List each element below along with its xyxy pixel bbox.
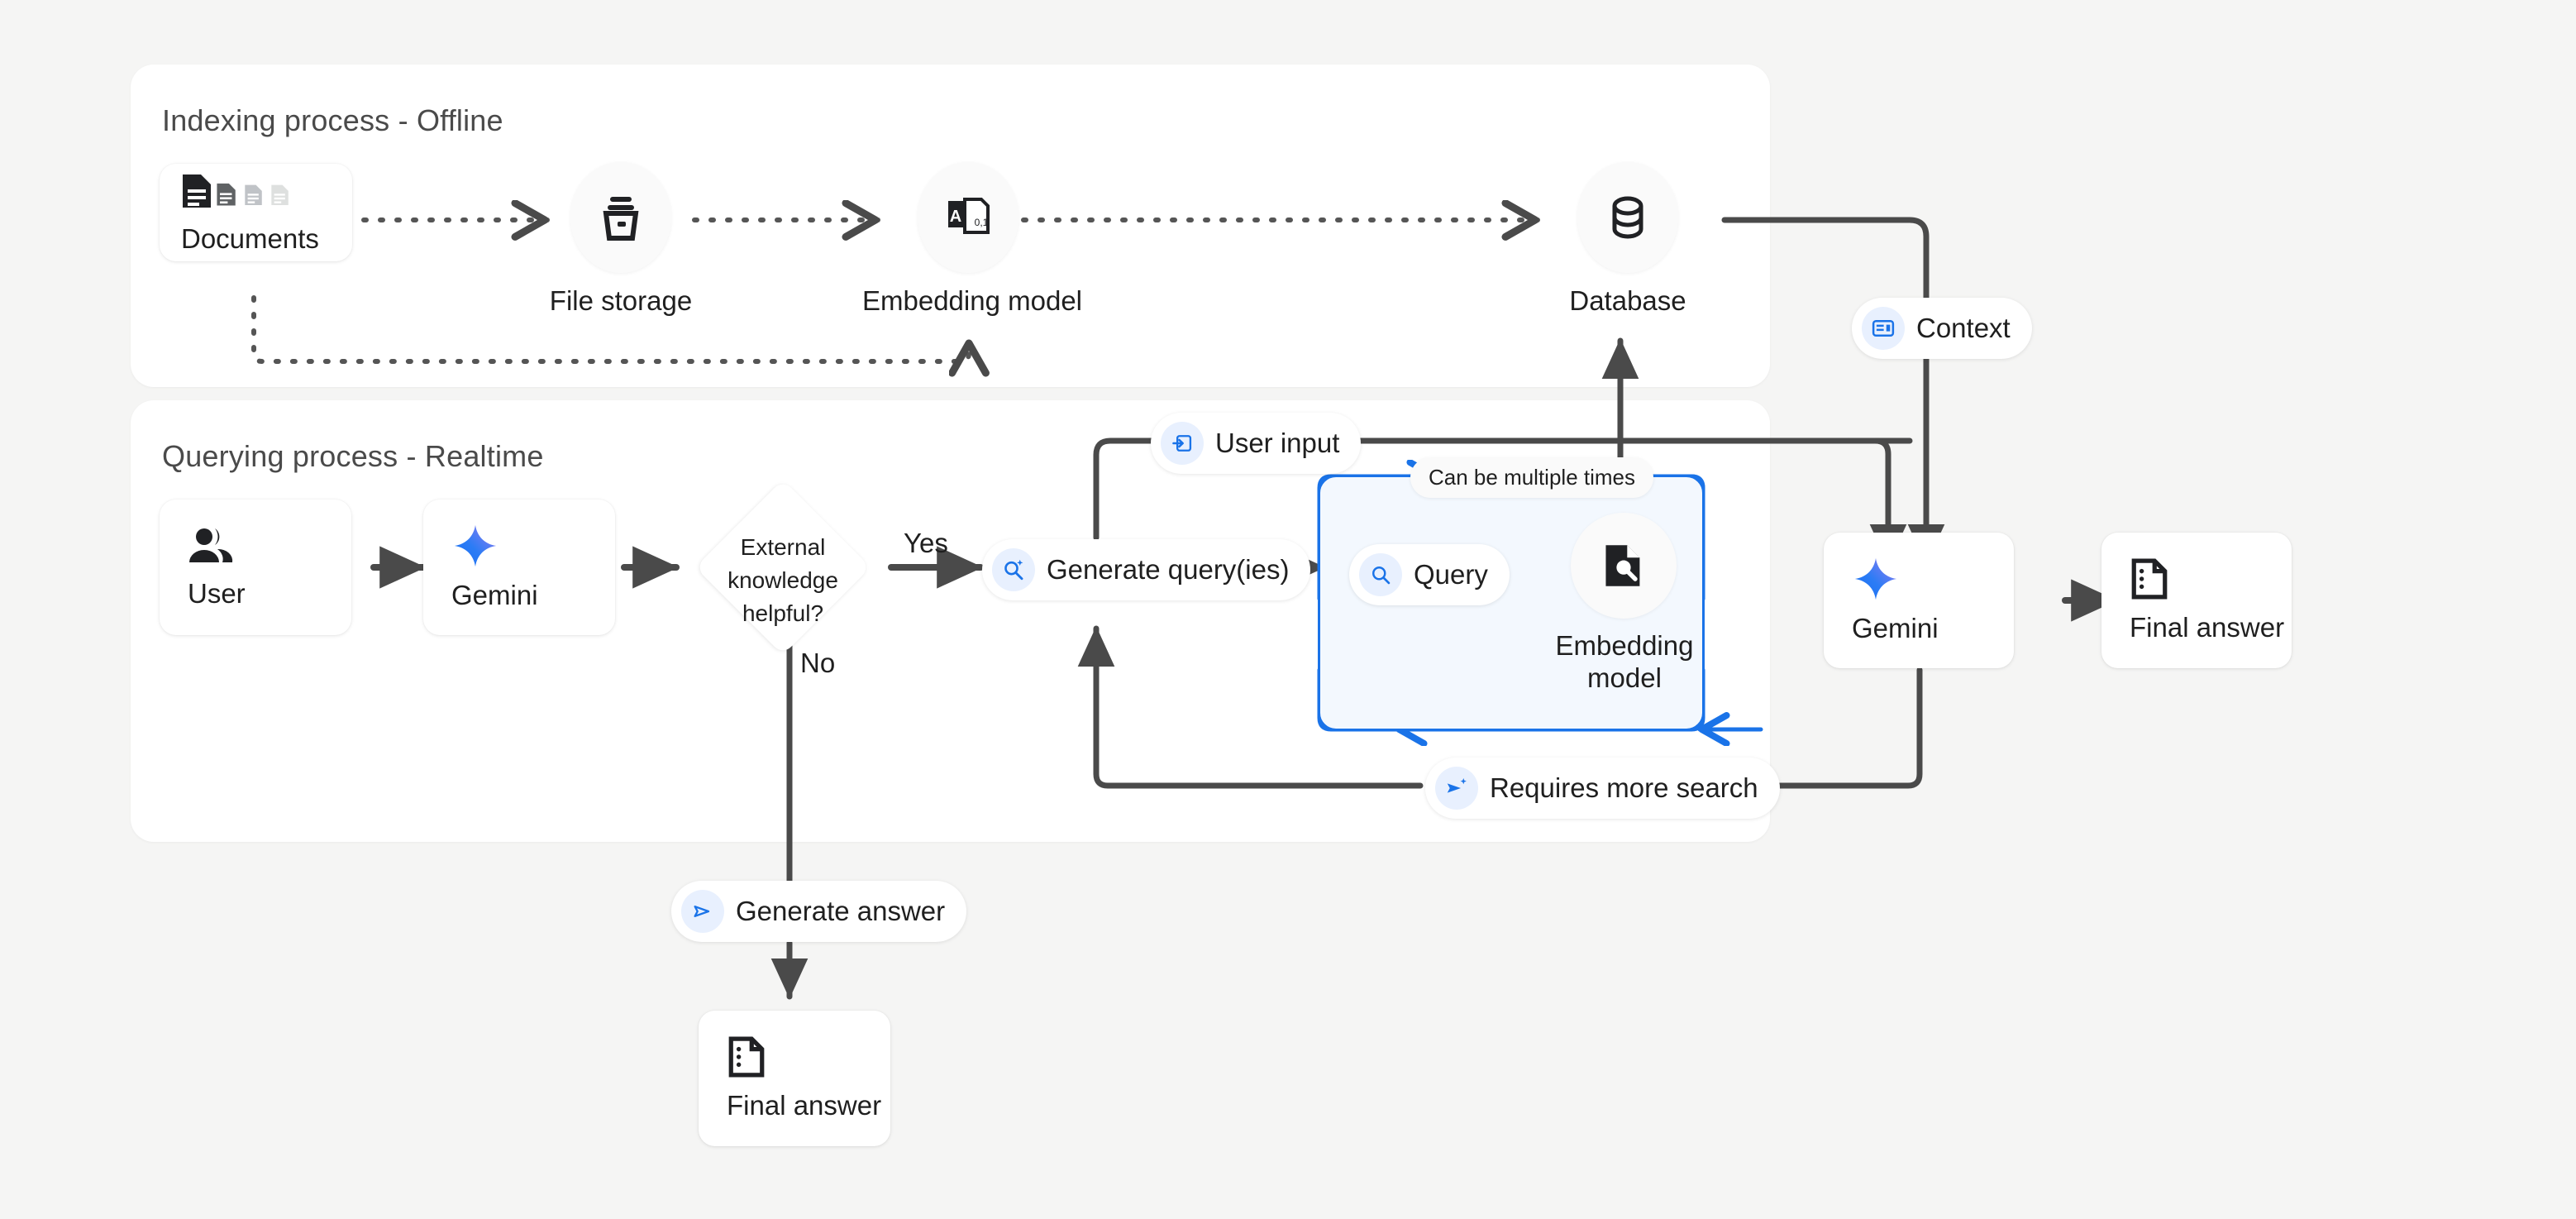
svg-text:A: A bbox=[950, 208, 961, 226]
generate-answer-badge[interactable]: Generate answer bbox=[671, 881, 967, 942]
no-edge-label: No bbox=[800, 648, 836, 678]
send-icon bbox=[681, 890, 724, 933]
embedding-model-label-index: Embedding model bbox=[862, 285, 1082, 316]
database-icon bbox=[1612, 196, 1643, 239]
search-sparkle-icon bbox=[992, 548, 1035, 591]
database-node[interactable] bbox=[1577, 162, 1678, 273]
embedding-model-loop-line-1: Embedding bbox=[1555, 630, 1694, 661]
user-input-badge[interactable]: User input bbox=[1151, 413, 1362, 474]
final-answer-doc-icon bbox=[727, 1036, 766, 1082]
requires-more-search-label: Requires more search bbox=[1490, 772, 1758, 803]
database-label: Database bbox=[1569, 285, 1686, 316]
send-sparkle-icon bbox=[1435, 767, 1478, 810]
embedding-model-label-loop: Embedding model bbox=[1546, 630, 1703, 695]
query-badge[interactable]: Query bbox=[1349, 544, 1510, 605]
decision-line-2: knowledge bbox=[727, 566, 838, 593]
file-storage-icon bbox=[603, 197, 639, 241]
answer-gemini-label: Gemini bbox=[1852, 612, 1939, 643]
yes-edge-label: Yes bbox=[904, 528, 948, 558]
document-search-icon bbox=[1605, 545, 1640, 586]
querying-panel-title: Querying process - Realtime bbox=[162, 439, 544, 473]
documents-stack-icon bbox=[181, 171, 305, 215]
documents-card-label: Documents bbox=[181, 222, 319, 254]
user-card-label: User bbox=[188, 577, 246, 609]
login-arrow-icon bbox=[1161, 422, 1204, 465]
gemini-card[interactable]: Gemini bbox=[423, 500, 615, 635]
decision-line-3: helpful? bbox=[742, 600, 824, 626]
answer-final-label: Final answer bbox=[2130, 611, 2285, 643]
decision-diamond-text: External knowledge helpful? bbox=[713, 531, 853, 629]
user-input-badge-label: User input bbox=[1215, 428, 1340, 458]
user-group-icon bbox=[188, 526, 236, 570]
generate-query-badge[interactable]: Generate query(ies) bbox=[982, 539, 1311, 600]
requires-more-search-badge[interactable]: Requires more search bbox=[1425, 758, 1780, 819]
decision-line-1: External bbox=[740, 534, 826, 560]
search-icon bbox=[1359, 553, 1402, 596]
gemini-sparkle-icon bbox=[1852, 557, 1900, 605]
answer-final-card[interactable]: Final answer bbox=[2101, 533, 2292, 668]
embedding-model-icon: 0,1 A bbox=[948, 198, 990, 234]
user-card[interactable]: User bbox=[160, 500, 351, 635]
context-card-icon bbox=[1862, 307, 1905, 350]
file-storage-label: File storage bbox=[549, 285, 693, 316]
bottom-final-answer-label: Final answer bbox=[727, 1089, 882, 1121]
bottom-final-answer-card[interactable]: Final answer bbox=[699, 1011, 890, 1146]
embedding-model-node-index[interactable]: 0,1 A bbox=[918, 162, 1018, 273]
indexing-panel-title: Indexing process - Offline bbox=[162, 103, 503, 137]
svg-text:0,1: 0,1 bbox=[975, 217, 989, 228]
generate-query-badge-label: Generate query(ies) bbox=[1047, 554, 1290, 585]
embedding-model-node-loop[interactable] bbox=[1571, 513, 1677, 619]
query-badge-label: Query bbox=[1414, 559, 1488, 590]
gemini-sparkle-icon bbox=[451, 524, 499, 571]
context-badge[interactable]: Context bbox=[1852, 298, 2032, 359]
loop-note-label: Can be multiple times bbox=[1429, 465, 1635, 490]
embedding-model-loop-line-2: model bbox=[1587, 662, 1662, 693]
final-answer-doc-icon bbox=[2130, 558, 2169, 604]
context-badge-label: Context bbox=[1916, 313, 2011, 343]
loop-note-badge: Can be multiple times bbox=[1410, 457, 1653, 498]
gemini-card-label: Gemini bbox=[451, 579, 538, 610]
documents-card[interactable]: Documents bbox=[160, 164, 352, 261]
file-storage-node[interactable] bbox=[570, 162, 671, 273]
generate-answer-label: Generate answer bbox=[736, 896, 946, 926]
answer-gemini-card[interactable]: Gemini bbox=[1824, 533, 2014, 668]
